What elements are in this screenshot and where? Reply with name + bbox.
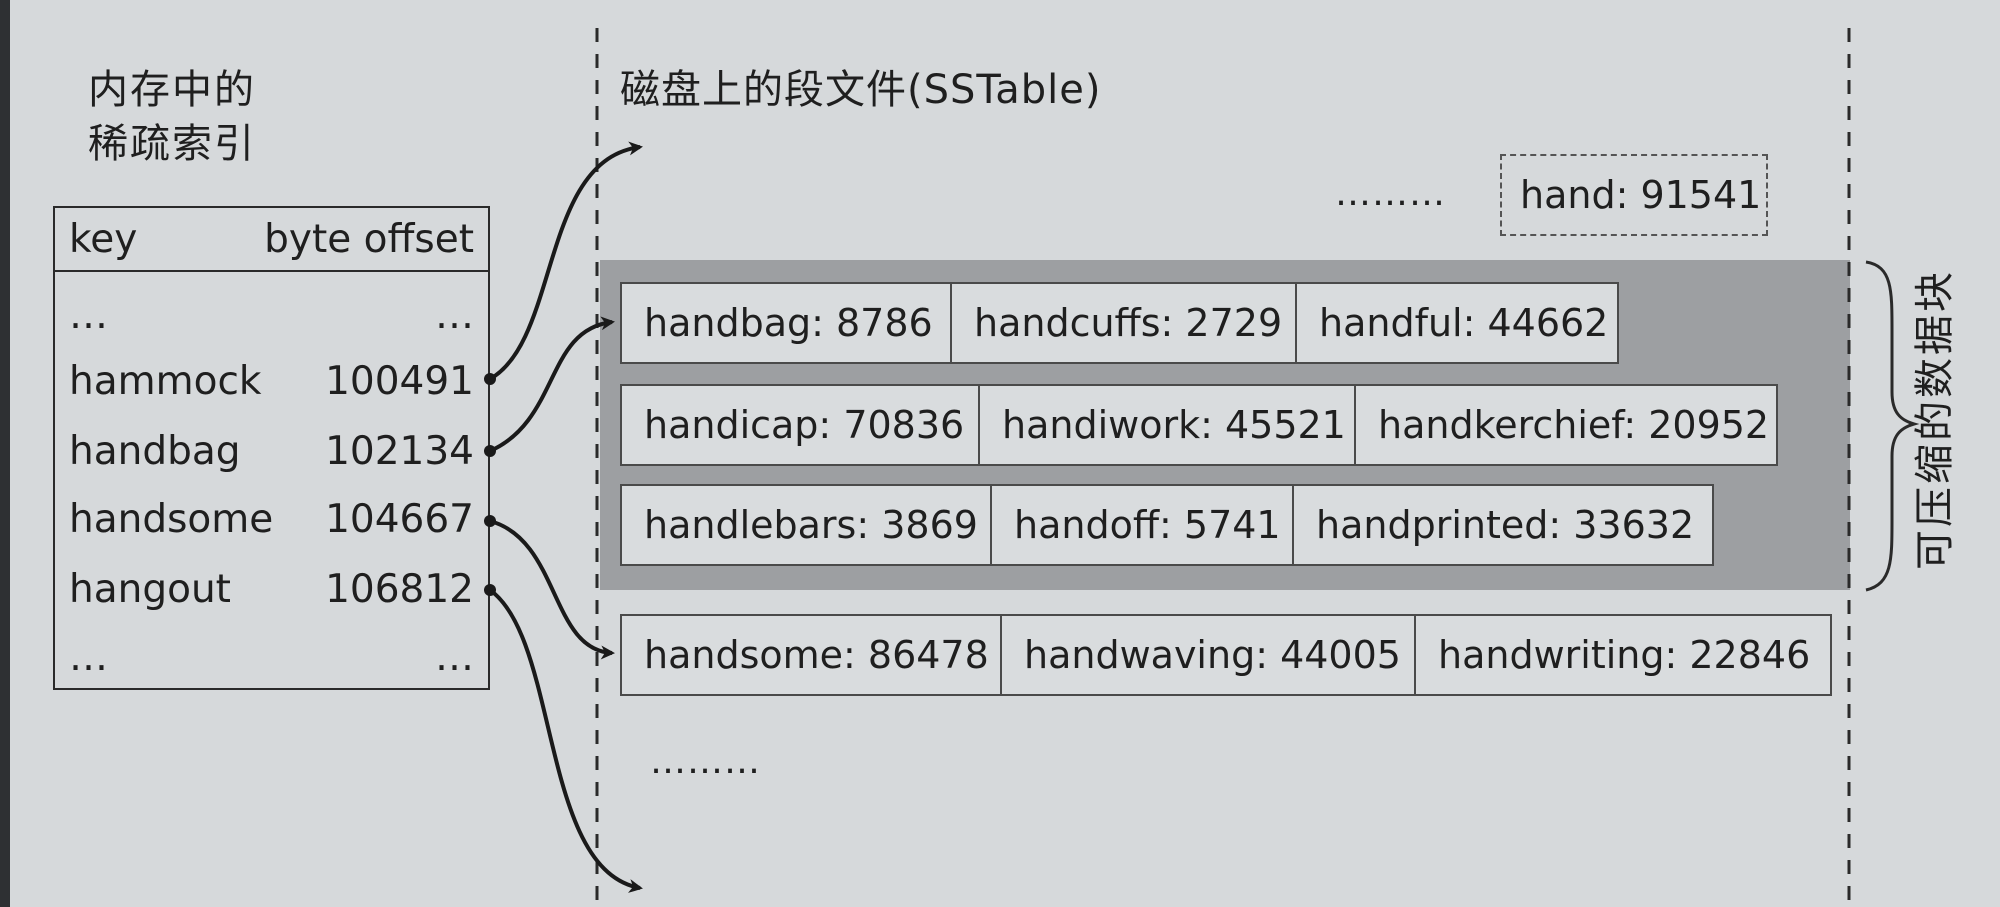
index-row-offset: 104667: [325, 497, 474, 542]
segment-ellipsis-bottom: ………: [650, 741, 761, 782]
segment-ellipsis-top: ………: [1335, 173, 1446, 214]
segment-entry: handwaving: 44005: [1002, 616, 1416, 694]
segment-entry: handoff: 5741: [992, 486, 1294, 564]
header-byte-offset: byte offset: [264, 217, 474, 262]
index-row-key: hammock: [69, 359, 262, 404]
segment-entry: handsome: 86478: [622, 616, 1002, 694]
header-key: key: [69, 217, 138, 262]
block-row: handlebars: 3869 handoff: 5741 handprint…: [620, 484, 1714, 566]
segment-entry: handbag: 8786: [622, 284, 952, 362]
segment-title: 磁盘上的段文件(SSTable): [620, 67, 1102, 113]
segment-entry: handiwork: 45521: [980, 386, 1356, 464]
hangout-pointer-arrow: [488, 588, 643, 893]
handsome-pointer-arrow: [489, 519, 615, 660]
index-row-offset: …: [435, 293, 474, 338]
segment-entry: handful: 44662: [1319, 301, 1609, 345]
block-brace: [1865, 260, 1920, 592]
index-row-key: …: [69, 635, 108, 680]
segment-entry: handprinted: 33632: [1316, 503, 1695, 547]
block-row: handicap: 70836 handiwork: 45521 handker…: [620, 384, 1778, 466]
segment-entry: handicap: 70836: [622, 386, 980, 464]
segment-entry: handlebars: 3869: [622, 486, 992, 564]
index-row-key: handbag: [69, 429, 241, 474]
sparse-index-table: key byte offset … … hammock 100491 handb…: [53, 206, 490, 690]
index-row-offset: 106812: [325, 567, 474, 612]
index-row-offset: …: [435, 635, 474, 680]
hand-entry: hand: 91541: [1500, 154, 1768, 236]
segment-entry: handkerchief: 20952: [1378, 403, 1770, 447]
index-row-offset: 100491: [325, 359, 474, 404]
index-table-header: key byte offset: [55, 208, 488, 272]
index-row-key: hangout: [69, 567, 231, 612]
index-row-key: …: [69, 293, 108, 338]
segment-entry: handwriting: 22846: [1438, 633, 1811, 677]
index-title-line2: 稀疏索引: [88, 121, 256, 167]
index-title-line1: 内存中的: [88, 67, 256, 113]
index-row-offset: 102134: [325, 429, 474, 474]
segment-row-after: handsome: 86478 handwaving: 44005 handwr…: [620, 614, 1832, 696]
segment-entry: handcuffs: 2729: [952, 284, 1297, 362]
index-row-key: handsome: [69, 497, 274, 542]
handbag-pointer-arrow: [489, 316, 615, 453]
block-row: handbag: 8786 handcuffs: 2729 handful: 4…: [620, 282, 1619, 364]
hammock-pointer-arrow: [489, 141, 643, 381]
